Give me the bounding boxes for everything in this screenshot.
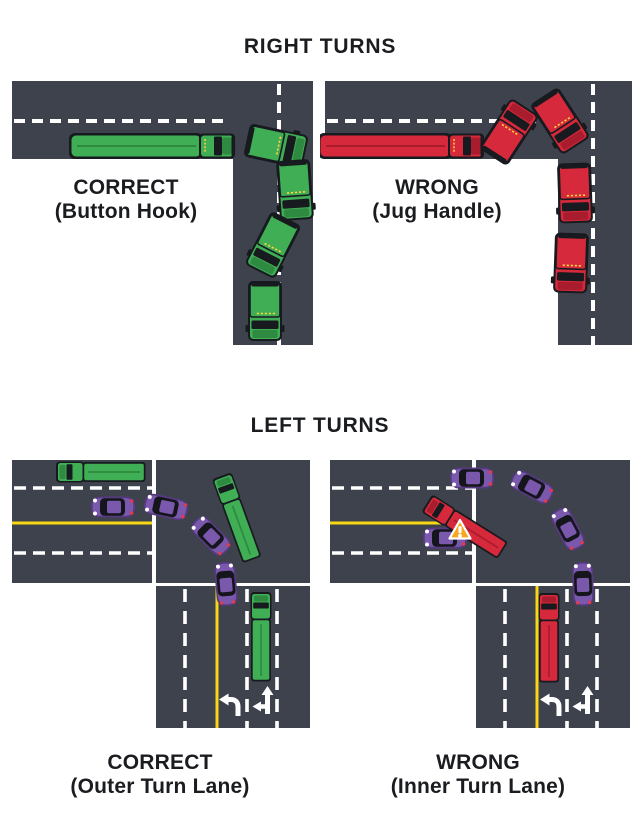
panel-right-turn-wrong — [320, 81, 632, 345]
red-truck-step-1 — [538, 593, 560, 683]
verdict-label: WRONG — [436, 751, 520, 774]
red-truck-step-4 — [553, 161, 597, 225]
panel-left-turn-correct — [12, 460, 310, 728]
maneuver-label: (Outer Turn Lane) — [70, 774, 250, 798]
verdict-label: WRONG — [395, 176, 479, 199]
verdict-label: CORRECT — [107, 751, 213, 774]
section-title-left-turns: LEFT TURNS — [250, 414, 390, 437]
caption-jug-handle: WRONG (Jug Handle) — [322, 176, 552, 223]
section-title-right-turns: RIGHT TURNS — [243, 35, 397, 58]
panel-left-turn-wrong — [330, 460, 630, 728]
green-truck-step-3 — [272, 157, 318, 223]
purple-car-step-1 — [213, 561, 239, 607]
maneuver-label: (Jug Handle) — [372, 199, 502, 223]
maneuver-label: (Button Hook) — [54, 199, 198, 223]
caption-button-hook: CORRECT (Button Hook) — [11, 176, 241, 223]
caption-outer-turn-lane: CORRECT (Outer Turn Lane) — [45, 751, 275, 798]
purple-car-step-2 — [571, 561, 595, 607]
caption-inner-turn-lane: WRONG (Inner Turn Lane) — [363, 751, 593, 798]
purple-car-step-4 — [91, 496, 135, 518]
green-truck-step-3 — [56, 461, 146, 483]
green-truck-step-5 — [244, 280, 286, 342]
maneuver-label: (Inner Turn Lane) — [390, 774, 566, 798]
red-semi-truck-step-1 — [320, 132, 485, 160]
green-truck-step-1 — [250, 592, 272, 682]
verdict-label: CORRECT — [73, 176, 179, 199]
panel-right-turn-correct — [12, 81, 318, 345]
purple-car-step-5 — [450, 467, 494, 489]
road-vertical — [156, 586, 310, 728]
green-semi-truck-step-1 — [68, 132, 236, 160]
red-truck-step-5 — [549, 231, 593, 295]
